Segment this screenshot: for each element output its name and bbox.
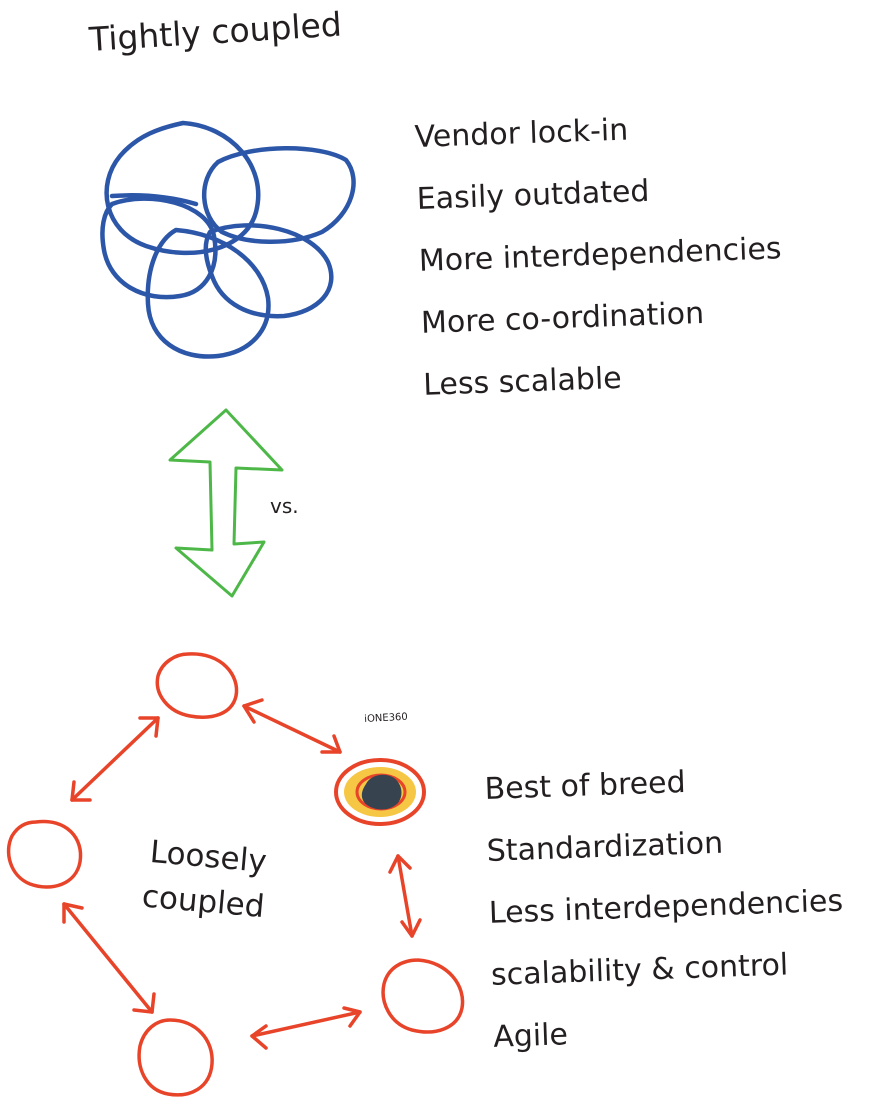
- blue-loop-left: [100, 196, 218, 300]
- versus-double-arrow: [168, 408, 284, 598]
- arrow-highlight-to-right: [388, 854, 422, 938]
- arrow-top-to-left: [70, 716, 160, 802]
- arrow-top-to-highlight: [242, 698, 342, 754]
- loose-coupling-nodes: [6, 652, 465, 1097]
- red-node-right: [381, 958, 465, 1034]
- arrow-bottom-to-right: [250, 1006, 362, 1050]
- tight-point: Less scalable: [422, 360, 623, 403]
- blue-loop-tail: [109, 193, 199, 207]
- blue-loop-bottom-middle: [145, 227, 271, 359]
- tight-point: Vendor lock-in: [414, 112, 629, 155]
- loose-point: Best of breed: [484, 764, 687, 807]
- loose-connector-arrows: [62, 698, 422, 1050]
- highlight-node-outer-ring: [334, 758, 426, 826]
- red-node-left: [6, 819, 83, 889]
- blue-loop-top-right: [202, 146, 356, 244]
- arrow-left-to-bottom: [62, 902, 156, 1014]
- highlight-node-label: iONE360: [364, 711, 409, 725]
- highlight-node: [334, 758, 426, 826]
- versus-label: vs.: [270, 494, 299, 518]
- highlight-node-core: [361, 774, 402, 810]
- red-node-bottom: [137, 1018, 214, 1097]
- tight-coupling-loops: [100, 120, 356, 359]
- loose-coupling-title: Loosely coupled: [141, 830, 270, 930]
- loose-point: Agile: [492, 1017, 569, 1055]
- blue-loop-top-left: [104, 120, 261, 256]
- blue-loop-bottom-right: [203, 223, 334, 319]
- red-node-top: [155, 652, 239, 719]
